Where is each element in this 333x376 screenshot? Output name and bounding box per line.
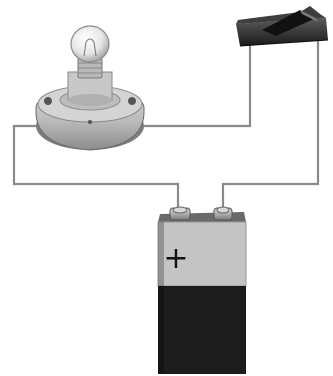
lamp-terminal-left: [44, 97, 52, 105]
battery-body: [158, 286, 246, 374]
wire-switch-to-battery-positive: [221, 40, 320, 210]
wire-lamp-to-switch: [140, 42, 252, 128]
battery-terminal-negative: [169, 206, 191, 221]
battery-terminal-positive: [213, 206, 233, 221]
rocker-switch: [236, 6, 329, 47]
wire-lamp-to-battery-negative: [12, 124, 180, 210]
bulb-holder: [35, 71, 145, 151]
battery-positive-label: +: [163, 241, 189, 276]
lamp-terminal-right: [128, 97, 136, 105]
battery: [157, 206, 247, 374]
light-bulb: [70, 25, 110, 79]
wires: [12, 40, 320, 210]
